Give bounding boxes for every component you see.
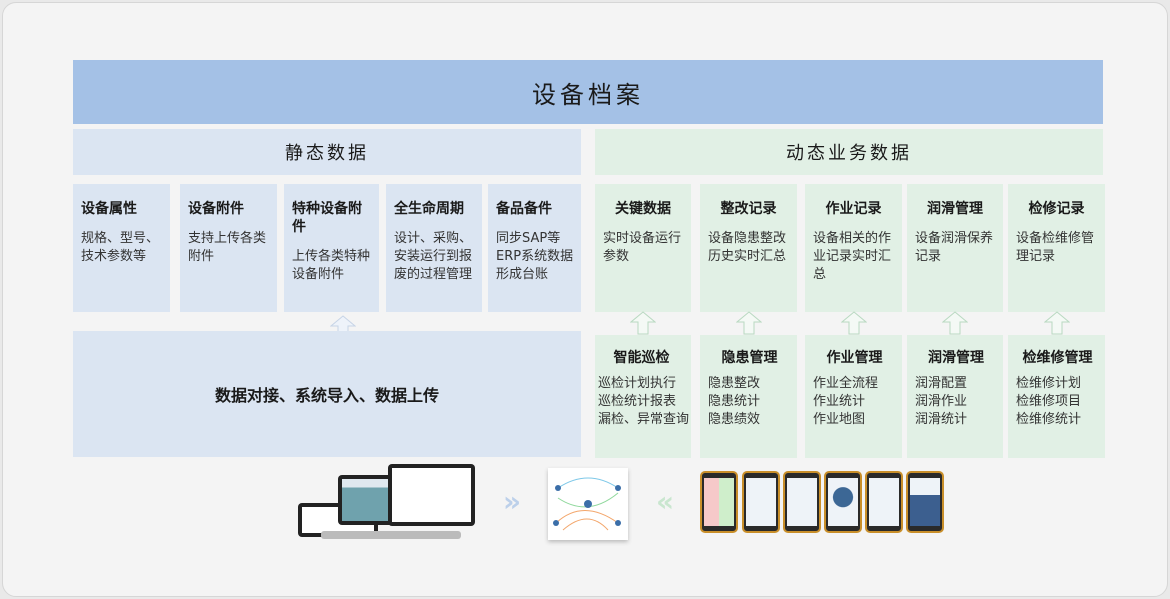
card-title: 润滑管理 [927, 201, 983, 217]
network-diagram-image [548, 468, 628, 540]
phone-image [906, 471, 944, 533]
module-item: 作业全流程 [813, 376, 879, 391]
dynamic-card: 整改记录 设备隐患整改历史实时汇总 [700, 184, 797, 312]
module-item: 检维修统计 [1016, 412, 1082, 427]
arrow-up-icon [942, 311, 968, 335]
dynamic-card: 关键数据 实时设备运行参数 [595, 184, 691, 312]
module-item: 巡检统计报表 [598, 394, 677, 409]
module-card: 润滑管理 润滑配置润滑作业润滑统计 [907, 335, 1003, 458]
module-item: 润滑配置 [915, 376, 968, 391]
static-data-source: 数据对接、系统导入、数据上传 [73, 331, 581, 457]
card-title: 检修记录 [1028, 201, 1085, 217]
static-card: 备品备件 同步SAP等ERP系统数据形成台账 [488, 184, 581, 312]
module-item: 漏检、异常查询 [598, 412, 690, 427]
module-item: 检维修项目 [1016, 394, 1082, 409]
phone-image [824, 471, 862, 533]
module-title: 作业管理 [826, 350, 883, 366]
card-desc: 设备检维修管理记录 [1016, 231, 1095, 264]
dynamic-card: 检修记录 设备检维修管理记录 [1008, 184, 1105, 312]
page-title: 设备档案 [73, 60, 1103, 124]
module-card: 作业管理 作业全流程作业统计作业地图 [805, 335, 902, 458]
card-title: 设备属性 [81, 201, 137, 217]
module-item: 巡检计划执行 [598, 376, 677, 391]
module-item: 作业地图 [813, 412, 866, 427]
card-title: 整改记录 [720, 201, 777, 217]
phone-image [865, 471, 903, 533]
card-desc: 支持上传各类附件 [188, 231, 267, 264]
monitor-image [388, 464, 475, 526]
card-title: 全生命周期 [394, 201, 464, 217]
module-card: 隐患管理 隐患整改隐患统计隐患绩效 [700, 335, 797, 458]
module-item: 隐患整改 [708, 376, 761, 391]
module-card: 智能巡检 巡检计划执行巡检统计报表漏检、异常查询 [595, 335, 691, 458]
card-desc: 同步SAP等ERP系统数据形成台账 [496, 231, 574, 282]
module-title: 检维修管理 [1022, 350, 1093, 366]
module-title: 隐患管理 [721, 350, 778, 366]
chevron-left-icon: « [656, 485, 675, 518]
phone-image [742, 471, 780, 533]
static-card: 设备附件 支持上传各类附件 [180, 184, 277, 312]
card-title: 关键数据 [615, 201, 671, 217]
module-item: 隐患统计 [708, 394, 761, 409]
phone-image [783, 471, 821, 533]
module-item: 检维修计划 [1016, 376, 1082, 391]
static-data-header: 静态数据 [73, 129, 581, 175]
arrow-up-icon [735, 311, 762, 335]
card-title: 设备附件 [188, 201, 244, 217]
arrow-up-icon [630, 311, 656, 335]
static-card: 特种设备附件 上传各类特种设备附件 [284, 184, 379, 312]
chevron-right-icon: » [503, 485, 522, 518]
card-desc: 设备相关的作业记录实时汇总 [813, 231, 892, 282]
static-card: 全生命周期 设计、采购、安装运行到报废的过程管理 [386, 184, 482, 312]
monitor-stands [321, 531, 461, 539]
card-title: 备品备件 [496, 201, 552, 217]
static-card: 设备属性 规格、型号、技术参数等 [73, 184, 170, 312]
dynamic-card: 润滑管理 设备润滑保养记录 [907, 184, 1003, 312]
module-item: 作业统计 [813, 394, 866, 409]
dynamic-data-header: 动态业务数据 [595, 129, 1103, 175]
phone-image [700, 471, 738, 533]
card-desc: 设备润滑保养记录 [915, 231, 994, 264]
card-desc: 规格、型号、技术参数等 [81, 231, 160, 264]
card-title: 作业记录 [825, 201, 882, 217]
arrow-up-icon [840, 311, 867, 335]
card-desc: 设备隐患整改历史实时汇总 [708, 231, 787, 264]
card-title: 特种设备附件 [292, 201, 362, 235]
dynamic-card: 作业记录 设备相关的作业记录实时汇总 [805, 184, 902, 312]
arrow-up-icon [1043, 311, 1070, 335]
card-desc: 实时设备运行参数 [603, 231, 682, 264]
module-item: 润滑作业 [915, 394, 968, 409]
module-title: 智能巡检 [613, 350, 670, 366]
module-card: 检维修管理 检维修计划检维修项目检维修统计 [1008, 335, 1105, 458]
module-title: 润滑管理 [928, 350, 984, 366]
module-item: 隐患绩效 [708, 412, 761, 427]
card-desc: 设计、采购、安装运行到报废的过程管理 [394, 231, 473, 282]
network-diagram-icon [553, 477, 621, 531]
card-desc: 上传各类特种设备附件 [292, 249, 371, 282]
module-item: 润滑统计 [915, 412, 968, 427]
